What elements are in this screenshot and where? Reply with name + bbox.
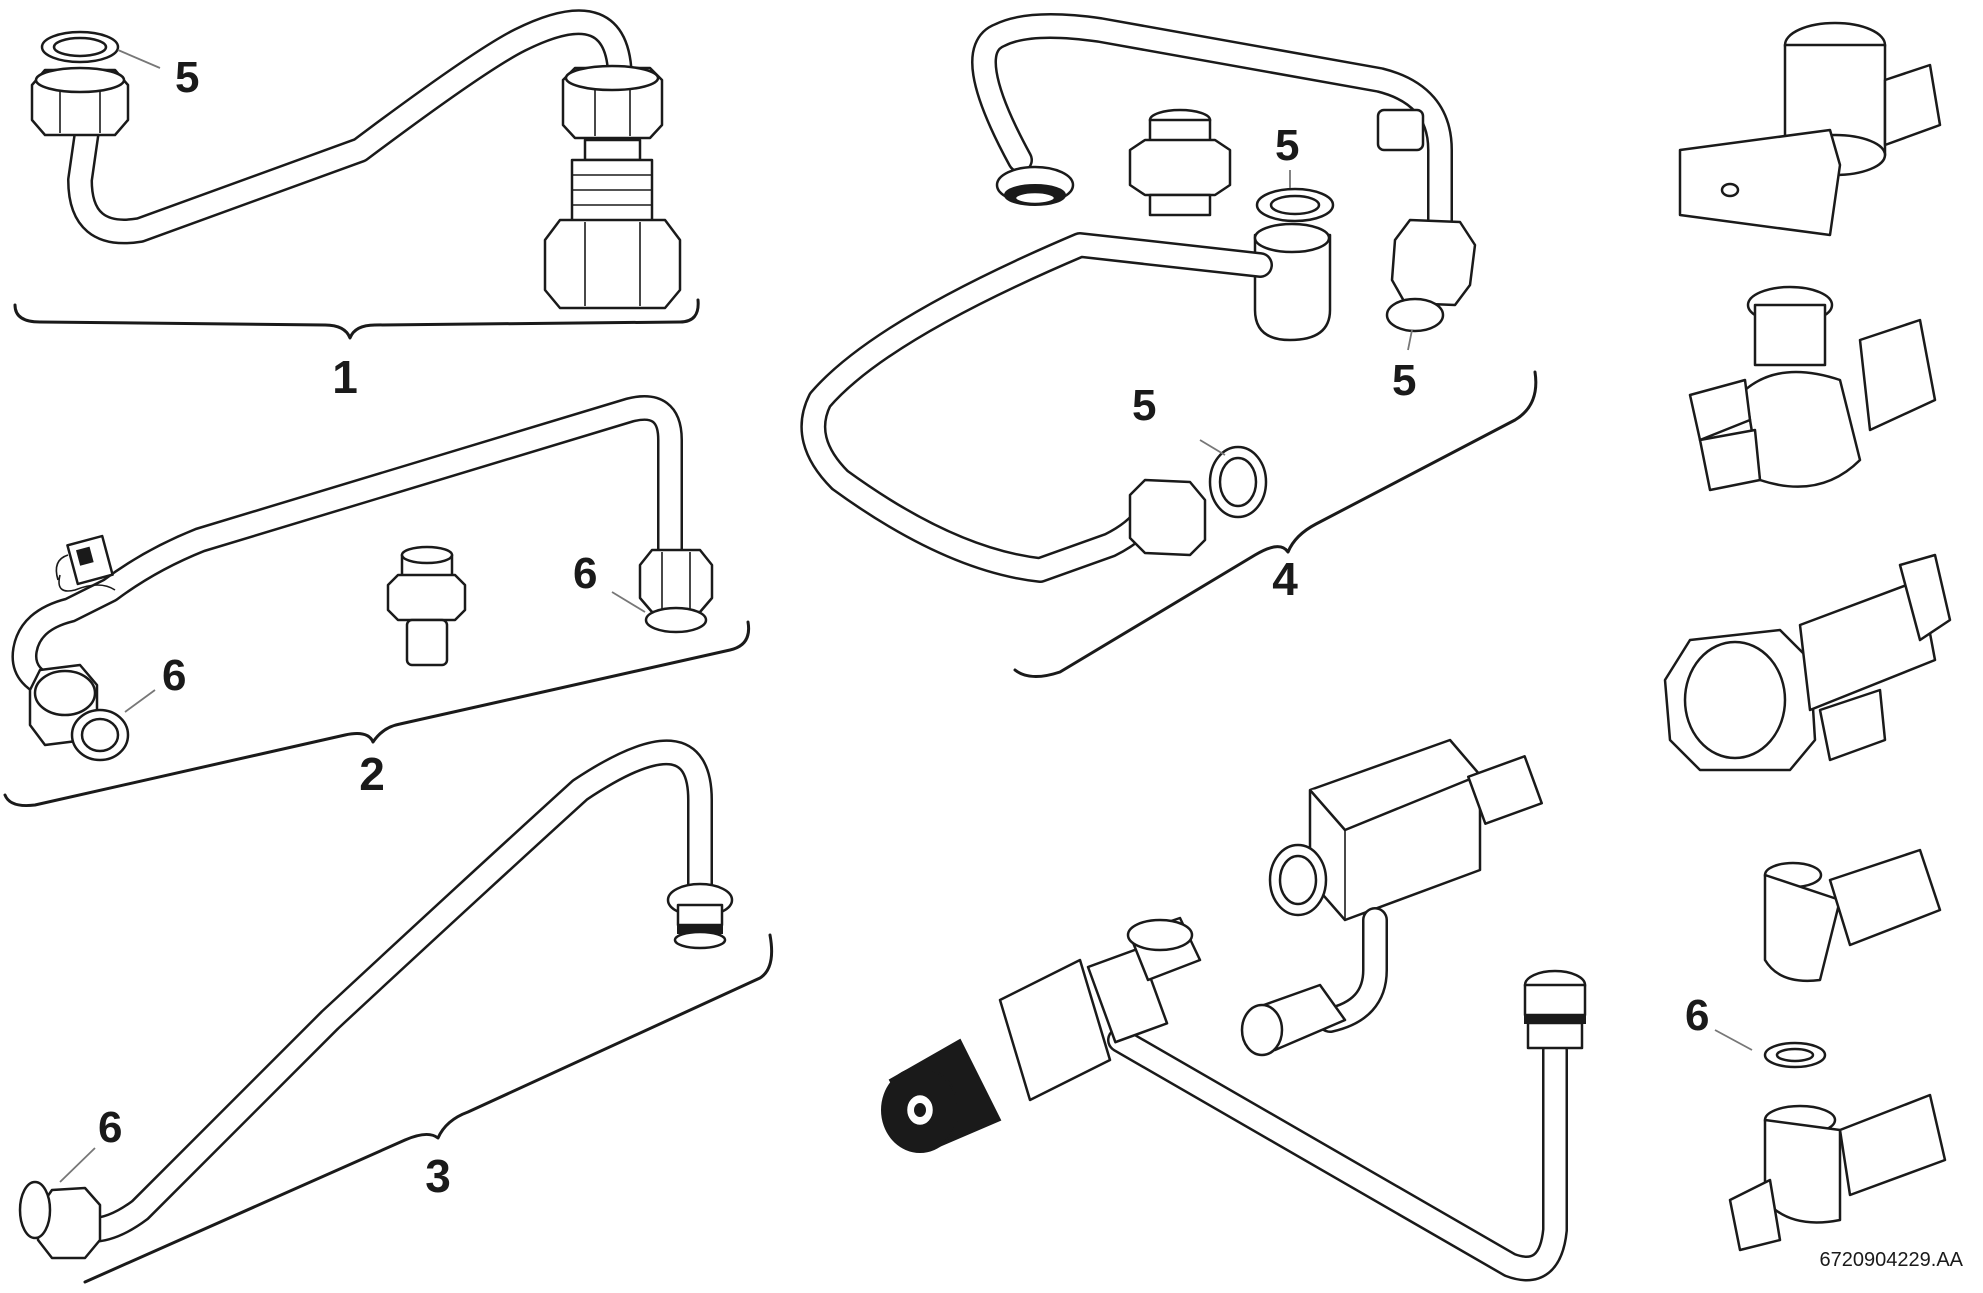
pipe-1-left-nut — [30, 66, 130, 137]
callout-5: 5 — [1275, 121, 1299, 170]
pipe-assembly-1: 5 — [30, 9, 682, 310]
shutoff-valve-b — [1688, 285, 1937, 492]
washer — [1763, 1041, 1827, 1069]
pipe-4-lower-nut — [1128, 478, 1207, 557]
washer — [70, 708, 130, 762]
callout-5: 5 — [1392, 356, 1416, 405]
shutoff-valve-c — [1663, 553, 1952, 772]
hex-adapter — [1128, 108, 1232, 217]
pipe-2-right-nut — [638, 548, 714, 634]
pipe-assembly-4: 5 5 5 — [800, 13, 1477, 583]
callout-6: 6 — [573, 549, 597, 598]
bracket-1 — [13, 298, 700, 340]
pipe-assembly-3: 6 — [18, 739, 734, 1260]
temperature-valve-pipe — [881, 738, 1587, 1282]
pipe-2-center-fitting — [386, 545, 467, 667]
bracket-3 — [83, 933, 774, 1284]
callout-6: 6 — [98, 1103, 122, 1152]
callout-5: 5 — [1132, 381, 1156, 430]
bracket-2 — [3, 620, 751, 807]
pipe-4-sleeve — [1376, 108, 1425, 152]
group-label-4: 4 — [1272, 553, 1298, 605]
group-label-3: 3 — [425, 1150, 451, 1202]
callout-6: 6 — [1685, 991, 1709, 1040]
elbow-fitting — [1253, 187, 1335, 342]
temperature-sensor — [55, 534, 116, 592]
valve-knob — [881, 1038, 1002, 1153]
pipe-2-nut — [28, 663, 99, 747]
pipe-4-end-fitting — [995, 165, 1075, 206]
threaded-nipple — [1240, 983, 1347, 1057]
group-label-2: 2 — [359, 748, 385, 800]
tee-block — [1268, 738, 1543, 922]
document-reference: 6720904229.AA — [1819, 1249, 1963, 1271]
pipe-4-nut — [1385, 218, 1477, 333]
angle-connector-d — [1763, 848, 1942, 982]
pipe-3-connector — [666, 882, 734, 950]
shutoff-valve-a — [1678, 21, 1942, 237]
pipe-3-nut — [18, 1180, 102, 1260]
seal-ring — [40, 30, 120, 64]
angle-connector-e — [1728, 1093, 1947, 1252]
thermostatic-valve — [881, 916, 1202, 1153]
callout-6: 6 — [162, 651, 186, 700]
group-label-1: 1 — [332, 351, 358, 403]
push-fit-end — [1523, 969, 1587, 1050]
bracket-4 — [1013, 370, 1538, 678]
seal-ring — [1208, 445, 1268, 519]
pipe-assembly-2: 6 6 — [11, 395, 714, 762]
callout-5: 5 — [175, 53, 199, 102]
pipe-1-right-nut — [561, 64, 664, 140]
pipe-1-threaded-fitting — [543, 138, 682, 310]
